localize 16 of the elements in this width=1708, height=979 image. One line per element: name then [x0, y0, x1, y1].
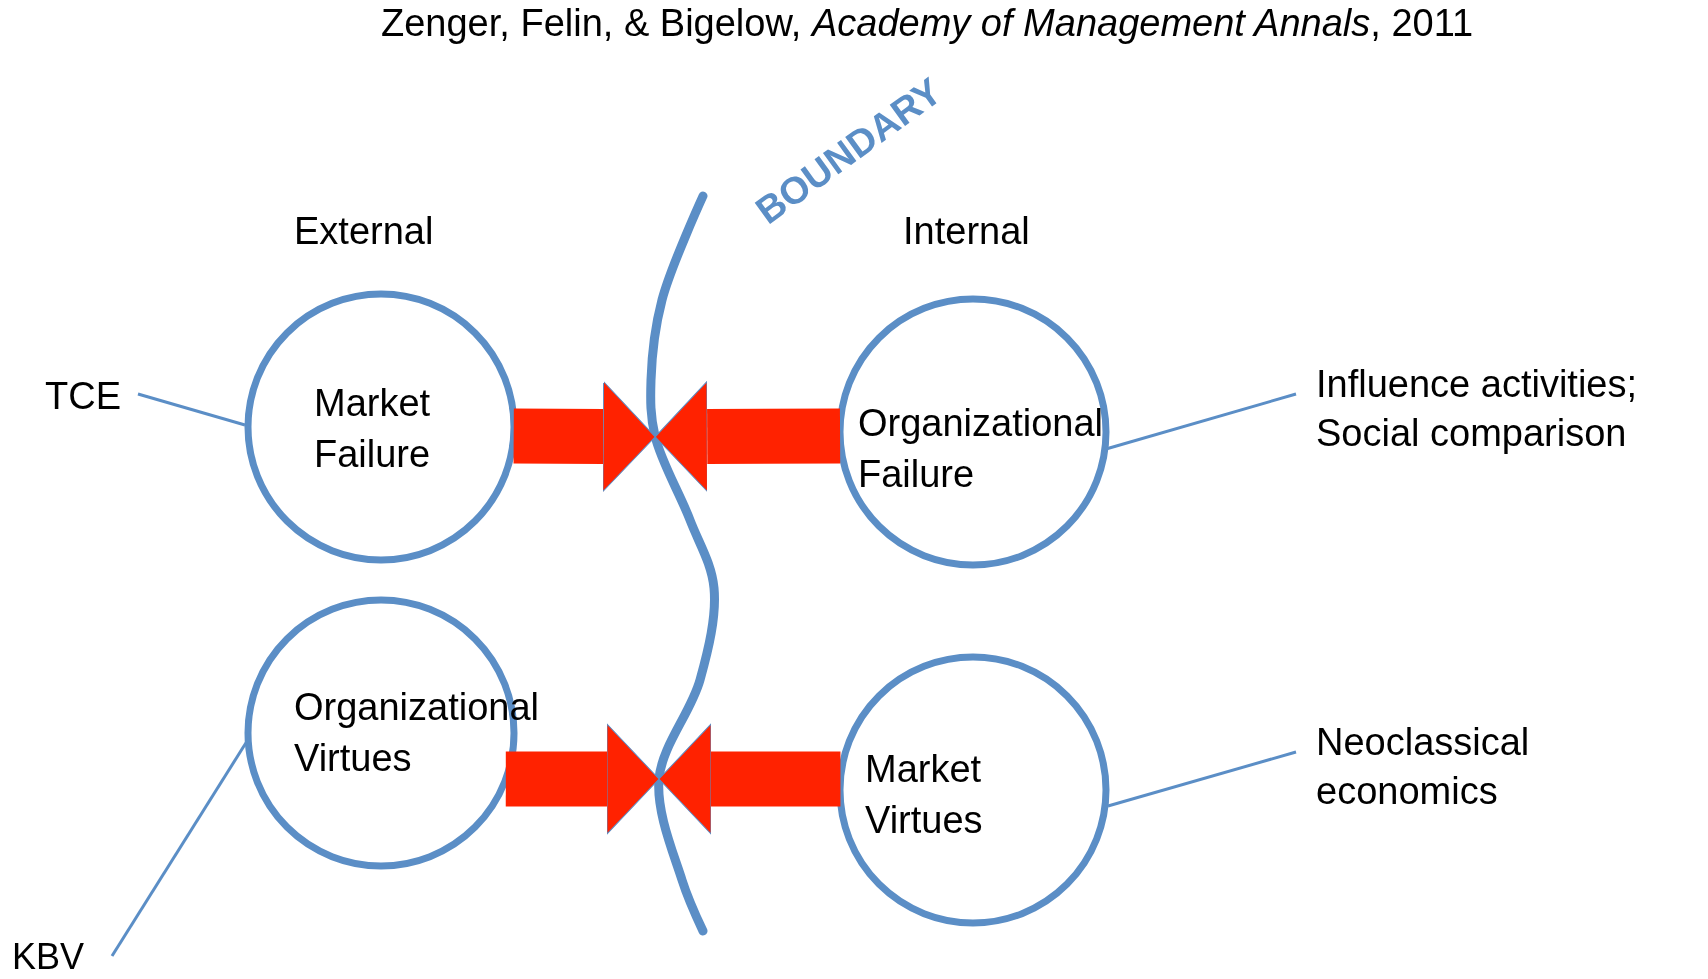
circle-label: Organizational Failure: [858, 401, 1105, 498]
block-arrow: [658, 723, 841, 835]
block-arrow: [654, 381, 841, 493]
citation: Zenger, Felin, & Bigelow, Academy of Management Annals, 2011: [381, 2, 1474, 45]
circle-label: Market Virtues: [865, 747, 984, 844]
column-heading: External: [294, 210, 434, 253]
block-arrow: [513, 381, 656, 493]
block-arrow: [505, 723, 660, 835]
circle-label: Market Failure: [314, 381, 432, 478]
term-label: TCE: [45, 374, 122, 419]
term-label: Influence activities; Social comparison: [1316, 362, 1639, 457]
leader-line: [1105, 392, 1297, 451]
leader-line: [1107, 750, 1297, 808]
leader-line: [137, 392, 246, 427]
term-label: Neoclassical economics: [1316, 720, 1531, 815]
term-label: KBV: [12, 935, 86, 979]
